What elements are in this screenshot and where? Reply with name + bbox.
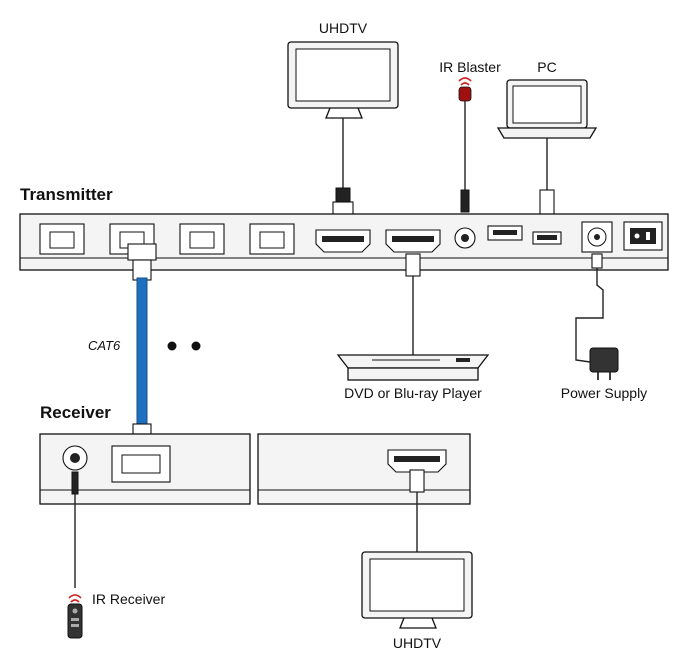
ir-blaster-label: IR Blaster — [439, 59, 501, 75]
cat6-cable — [136, 277, 148, 427]
more-dot-icon — [191, 341, 201, 351]
dvd-label: DVD or Blu-ray Player — [344, 385, 482, 401]
power-adapter-icon — [589, 347, 619, 373]
cat6-label: CAT6 — [88, 338, 121, 353]
ir-receiver — [67, 594, 83, 639]
rj45-port-3 — [179, 223, 225, 255]
hdmi-connector-icon — [335, 187, 351, 203]
rj45-port-1 — [39, 223, 85, 255]
receiver-label: Receiver — [40, 403, 111, 422]
ir-receiver-label: IR Receiver — [92, 591, 165, 607]
uhdtv-bottom-label: UHDTV — [393, 635, 442, 651]
hdmi-plug-icon — [405, 253, 421, 277]
power-supply-label: Power Supply — [561, 385, 647, 401]
power-adapter — [589, 347, 619, 380]
more-dot-icon — [167, 341, 177, 351]
receiver-unit — [39, 433, 471, 505]
transmitter-label: Transmitter — [20, 185, 113, 204]
rj45-plug-icon — [127, 243, 157, 261]
pc-label: PC — [537, 59, 556, 75]
rj45-port-4 — [249, 223, 295, 255]
jack-plug-icon — [460, 189, 470, 213]
transmitter-unit — [19, 213, 669, 271]
jack-plug-icon — [71, 471, 79, 495]
dvd-player — [336, 354, 490, 381]
pc-laptop: PC — [496, 59, 598, 139]
ir-blaster: IR Blaster — [439, 59, 501, 102]
uhdtv-top-label: UHDTV — [319, 20, 368, 36]
hdmi-plug-icon — [409, 469, 425, 493]
uhdtv-bottom — [361, 551, 473, 629]
ir-blaster-icon — [458, 86, 472, 102]
dc-plug-icon — [591, 253, 603, 269]
rj45-port — [111, 445, 171, 483]
uhdtv-top: UHDTV — [287, 20, 399, 119]
